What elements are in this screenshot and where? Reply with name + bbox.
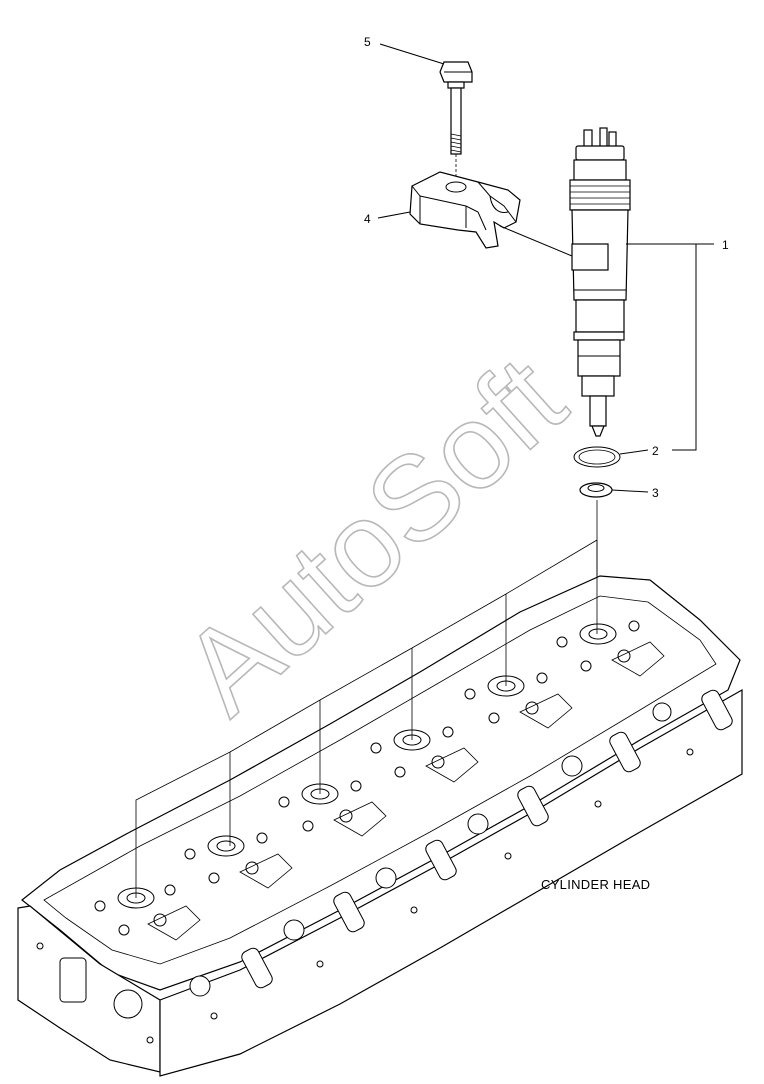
cylinder-head[interactable]: [17, 539, 743, 1077]
part-4-clamp[interactable]: [409, 171, 521, 249]
rocker-pads: [147, 641, 665, 941]
part-3-washer[interactable]: [579, 482, 613, 498]
callout-label-4: 4: [364, 212, 371, 226]
side-ports: [36, 689, 733, 1044]
cylinder-head-label: CYLINDER HEAD: [541, 877, 650, 892]
bolt-holes: [94, 620, 640, 936]
callout-label-2: 2: [652, 444, 659, 458]
injector-centerlines: [135, 539, 598, 898]
callout-label-1: 1: [722, 238, 729, 252]
part-5-bolt[interactable]: [439, 61, 473, 186]
callout-label-3: 3: [652, 486, 659, 500]
callout-label-5: 5: [364, 35, 371, 49]
part-2-o-ring[interactable]: [573, 446, 621, 468]
part-1-injector[interactable]: [569, 127, 631, 437]
